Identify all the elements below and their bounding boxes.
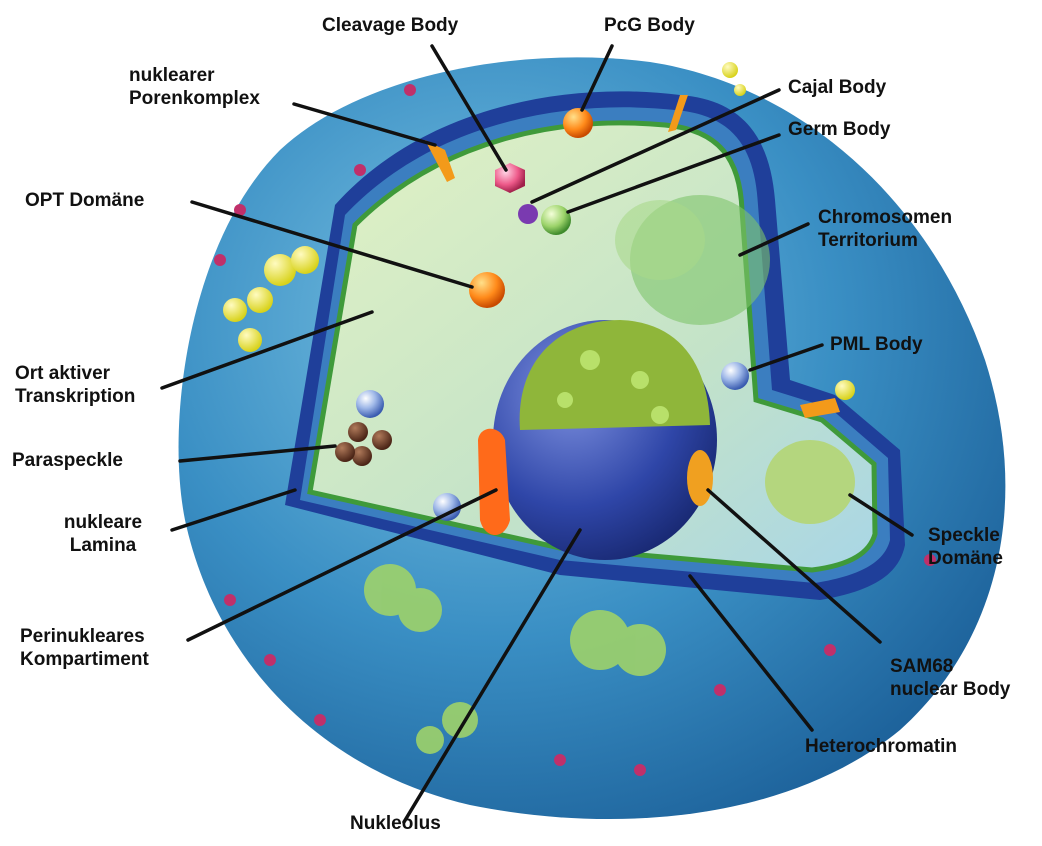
germ-body	[541, 205, 571, 235]
label-perinukleares-line2: Kompartiment	[20, 648, 149, 671]
label-porenkomplex-line1: nuklearer	[125, 64, 295, 87]
label-sam68-line1: SAM68	[890, 655, 1010, 678]
pcg-body	[563, 108, 593, 138]
cajal-body	[518, 204, 538, 224]
label-perinukleares-kompartiment: Perinukleares Kompartiment	[20, 625, 149, 671]
label-paraspeckle: Paraspeckle	[12, 449, 123, 472]
label-heterochromatin: Heterochromatin	[805, 735, 957, 758]
opt-domain	[469, 272, 505, 308]
label-lamina-line2: Lamina	[48, 534, 158, 557]
pml-body	[721, 362, 749, 390]
label-lamina-line1: nukleare	[48, 511, 158, 534]
perinuclear-compartment	[478, 429, 510, 535]
label-chromosomen-territorium: Chromosomen Territorium	[818, 206, 952, 252]
label-germ-body: Germ Body	[788, 118, 890, 141]
label-speckle-line1: Speckle	[928, 524, 1003, 547]
label-ort-aktiver-transkription: Ort aktiver Transkription	[15, 362, 135, 408]
label-sam68-nuclear-body: SAM68 nuclear Body	[890, 655, 1010, 701]
label-chromosomen-line1: Chromosomen	[818, 206, 952, 229]
label-chromosomen-line2: Territorium	[818, 229, 952, 252]
label-porenkomplex-line2: Porenkomplex	[125, 87, 295, 110]
label-sam68-line2: nuclear Body	[890, 678, 1010, 701]
label-ort-line2: Transkription	[15, 385, 135, 408]
label-opt-domaene: OPT Domäne	[25, 189, 144, 212]
label-nukleolus: Nukleolus	[350, 812, 441, 835]
label-speckle-domaene: Speckle Domäne	[928, 524, 1003, 570]
label-ort-line1: Ort aktiver	[15, 362, 135, 385]
label-pcg-body: PcG Body	[604, 14, 695, 37]
sam68-body	[687, 450, 713, 506]
label-porenkomplex: nuklearer Porenkomplex	[125, 64, 295, 110]
label-cleavage-body: Cleavage Body	[322, 14, 458, 37]
label-cajal-body: Cajal Body	[788, 76, 886, 99]
ball-left	[356, 390, 384, 418]
speckle-domain	[765, 440, 855, 524]
label-perinukleares-line1: Perinukleares	[20, 625, 149, 648]
label-pml-body: PML Body	[830, 333, 923, 356]
label-nukleare-lamina: nukleare Lamina	[48, 511, 158, 557]
label-speckle-line2: Domäne	[928, 547, 1003, 570]
